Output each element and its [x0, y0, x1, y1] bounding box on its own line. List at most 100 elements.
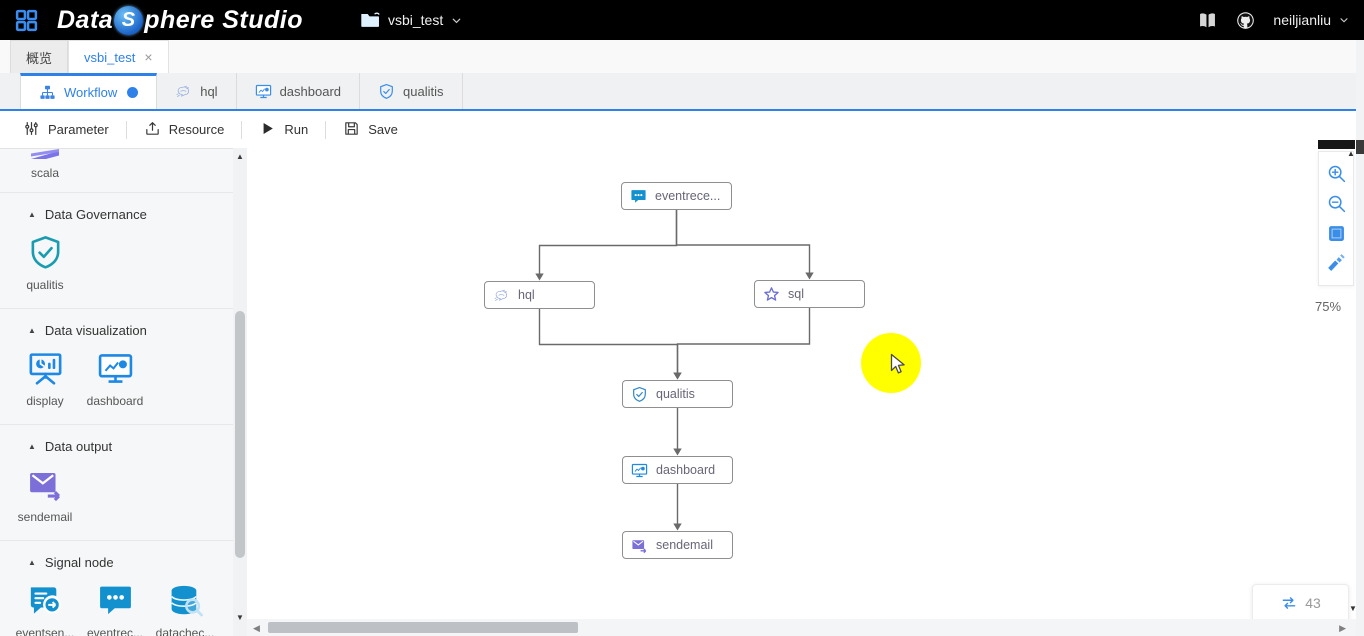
workflow-tab-workflow[interactable]: Workflow [20, 73, 158, 109]
node-label: eventrece... [655, 189, 721, 203]
section-title: Signal node [44, 555, 114, 570]
panel-top-bar [1318, 140, 1355, 149]
execution-count-button[interactable]: 43 [1252, 584, 1349, 622]
button-label: Save [368, 122, 398, 137]
sidebar-section-data-visualization: ▲Data visualization display dashboard [0, 309, 233, 425]
display-icon [27, 350, 64, 387]
apps-grid-icon[interactable] [14, 8, 39, 33]
zoom-in-button[interactable] [1326, 163, 1347, 184]
workflow-canvas[interactable]: eventrece... hql sql qualitis dashboard sende… [247, 148, 1356, 619]
scrollbar-thumb[interactable] [268, 622, 578, 633]
scroll-down-icon[interactable]: ▼ [1349, 604, 1357, 613]
parameter-button[interactable]: Parameter [6, 111, 126, 148]
workflow-tab-hql[interactable]: hql [157, 73, 237, 109]
workflow-node-qualitis[interactable]: qualitis [622, 380, 733, 408]
fit-view-button[interactable] [1326, 223, 1347, 244]
user-menu[interactable]: neiljianliu [1273, 12, 1350, 28]
toolbar-separator [241, 120, 243, 139]
item-label: scala [30, 166, 59, 180]
sliders-icon [23, 120, 40, 140]
spark-star-icon [763, 286, 780, 303]
scroll-up-icon[interactable]: ▲ [236, 152, 244, 161]
workflow-tab-dashboard[interactable]: dashboard [237, 73, 361, 109]
scrollbar-thumb[interactable] [1356, 140, 1364, 154]
vertical-scrollbar[interactable] [1356, 40, 1364, 636]
logo-text: Data [57, 5, 114, 34]
collapse-icon[interactable]: ▲ [28, 326, 36, 335]
project-selector[interactable]: vsbi_test [359, 9, 463, 31]
send-mail-icon [27, 466, 64, 503]
dashboard-monitor-icon [97, 350, 134, 387]
send-mail-icon [631, 537, 648, 554]
section-title: Data output [44, 439, 113, 454]
sidebar-item-qualitis[interactable]: qualitis [10, 234, 80, 292]
item-label: datachec... [155, 626, 215, 636]
workflow-node-hql[interactable]: hql [484, 281, 595, 309]
sidebar-item-dashboard[interactable]: dashboard [80, 350, 150, 408]
item-label: eventsen... [15, 626, 75, 636]
resource-button[interactable]: Resource [127, 111, 242, 148]
tab-label: vsbi_test [84, 49, 136, 65]
collapse-icon[interactable]: ▲ [28, 210, 36, 219]
run-count-value: 43 [1305, 595, 1321, 611]
section-items: eventsen... eventrec... datachec... [0, 582, 233, 636]
sidebar-scrollbar[interactable]: ▲ ▼ [233, 148, 247, 636]
sidebar-item-scala[interactable]: scala [10, 149, 80, 180]
node-label: qualitis [656, 387, 695, 401]
button-label: Run [284, 122, 309, 137]
workflow-node-sendemail[interactable]: sendemail [622, 531, 733, 559]
node-label: dashboard [656, 463, 716, 477]
canvas-controls-panel [1318, 151, 1354, 286]
sidebar-item-eventreceiver[interactable]: eventrec... [80, 582, 150, 636]
sidebar-item-sendemail[interactable]: sendemail [10, 466, 80, 524]
item-label: sendemail [17, 510, 73, 524]
horizontal-scrollbar[interactable]: ◀ ▶ [247, 619, 1364, 636]
workflow-node-eventreceiver[interactable]: eventrece... [621, 182, 732, 210]
scroll-left-icon[interactable]: ◀ [253, 623, 260, 633]
toolbar-separator [325, 120, 327, 139]
scroll-down-icon[interactable]: ▼ [236, 613, 244, 622]
folder-icon [359, 9, 381, 31]
event-receiver-icon [97, 582, 134, 619]
primary-tab-overview[interactable]: 概览 [10, 40, 69, 73]
section-header-data-visualization: ▲Data visualization [0, 323, 233, 338]
event-sender-icon [27, 582, 64, 619]
run-button[interactable]: Run [242, 111, 325, 148]
collapse-icon[interactable]: ▲ [28, 442, 36, 451]
workflow-tab-qualitis[interactable]: qualitis [360, 73, 463, 109]
save-button[interactable]: Save [326, 111, 415, 148]
docs-book-icon[interactable] [1197, 10, 1218, 31]
scala-icon [28, 149, 62, 159]
item-label: dashboard [86, 394, 144, 408]
sidebar-item-eventsender[interactable]: eventsen... [10, 582, 80, 636]
tab-label: dashboard [279, 83, 342, 99]
sidebar-item-datachecker[interactable]: datachec... [150, 582, 220, 636]
zoom-out-button[interactable] [1326, 193, 1347, 214]
format-layout-button[interactable] [1326, 253, 1347, 274]
scroll-right-icon[interactable]: ▶ [1339, 623, 1346, 633]
section-items: scala [0, 149, 233, 180]
scrollbar-thumb[interactable] [235, 311, 245, 558]
close-icon[interactable]: × [144, 49, 153, 65]
dashboard-monitor-icon [631, 462, 648, 479]
unsaved-dot [127, 87, 139, 98]
shield-check-icon [631, 386, 648, 403]
toolbar-separator [125, 120, 127, 139]
item-label: eventrec... [86, 626, 144, 636]
primary-tab-vsbi-test[interactable]: vsbi_test × [68, 40, 169, 73]
sidebar-section-signal-node: ▲ Signal node eventsen... eventrec... datach… [0, 541, 233, 636]
collapse-icon[interactable]: ▲ [28, 558, 36, 567]
workflow-node-sql[interactable]: sql [754, 280, 865, 308]
event-receiver-icon [630, 188, 647, 205]
github-icon[interactable] [1235, 10, 1256, 31]
sidebar-item-display[interactable]: display [10, 350, 80, 408]
shield-check-icon [378, 83, 395, 100]
swap-arrows-icon [1280, 594, 1298, 612]
workflow-node-dashboard[interactable]: dashboard [622, 456, 733, 484]
section-header-data-governance: ▲ Data Governance [0, 207, 233, 222]
scroll-up-icon[interactable]: ▲ [1347, 149, 1355, 158]
section-title: Data Governance [44, 207, 147, 222]
